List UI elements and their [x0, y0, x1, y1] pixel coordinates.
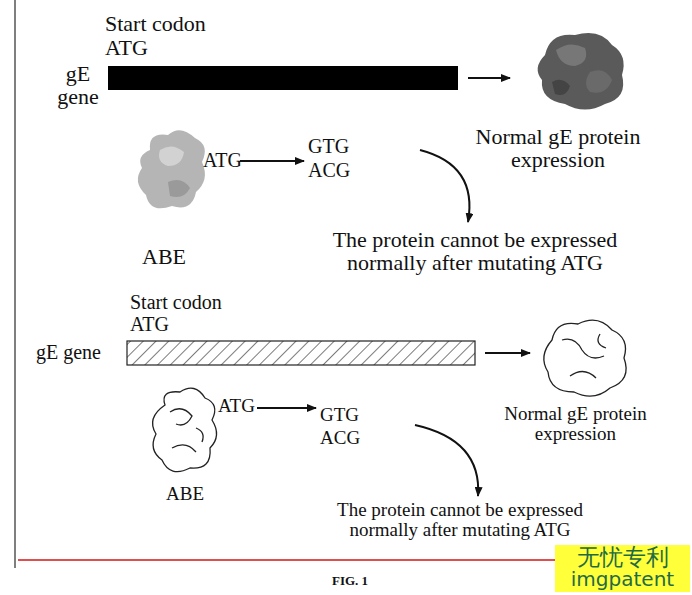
codon-label: ATG: [203, 150, 242, 171]
codon-label: ATG: [105, 36, 148, 59]
result-arrow: [415, 425, 478, 496]
gene-bar: [108, 66, 458, 90]
result-text: Normal gE protein expression: [448, 125, 668, 171]
abe-enzyme: [138, 130, 205, 208]
separator-line: [18, 559, 600, 561]
watermark-text: imgpatent: [555, 569, 690, 590]
figure-caption: FIG. 1: [332, 574, 368, 588]
enzyme-label: ABE: [142, 245, 186, 268]
expression-arrow: [485, 352, 530, 354]
mutation-arrow: [257, 407, 316, 409]
abe-outline: [153, 388, 217, 471]
expression-arrow: [468, 77, 510, 79]
codon-label: ATG: [218, 396, 255, 416]
codon-label: GTG: [308, 136, 349, 157]
label-text: Start codon: [130, 292, 222, 313]
gene-label: gE gene: [48, 62, 108, 108]
protein-blob: [538, 33, 624, 110]
gene-label: gE gene: [36, 342, 101, 363]
codon-label: ATG: [130, 314, 169, 335]
watermark: 无忧专利imgpatent: [555, 545, 690, 592]
mutation-arrow: [240, 160, 304, 162]
result-text: The protein cannot be expressed normally…: [305, 500, 615, 540]
gene-bar: [127, 341, 475, 365]
result-text: Normal gE protein expression: [478, 404, 673, 444]
result-text: The protein cannot be expressed normally…: [305, 228, 645, 274]
label-text: Start codon: [105, 12, 206, 35]
codon-label: ACG: [308, 160, 350, 181]
result-arrow: [420, 150, 469, 222]
watermark-text: 无忧专利: [555, 545, 690, 569]
codon-label: GTG: [320, 405, 359, 425]
border-line: [14, 0, 16, 568]
enzyme-label: ABE: [166, 484, 204, 504]
codon-label: ACG: [320, 428, 360, 448]
protein-outline: [544, 320, 626, 396]
